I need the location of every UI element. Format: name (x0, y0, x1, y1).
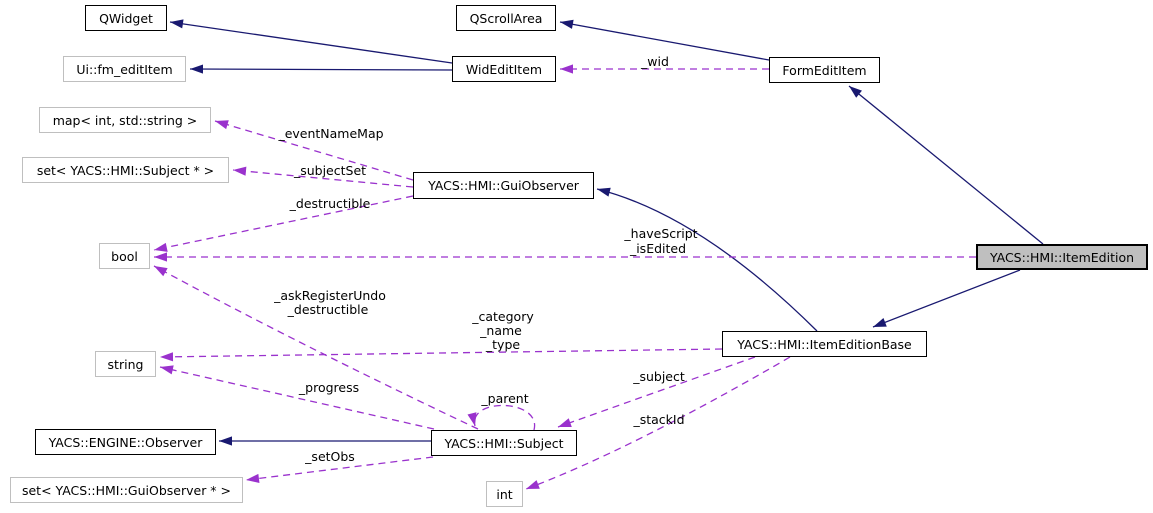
edge-member-setobs (245, 456, 434, 483)
node-qscrollarea[interactable]: QScrollArea (456, 5, 556, 31)
arrowhead (467, 412, 477, 426)
node-ui-fm-edititem: Ui::fm_editItem (63, 56, 186, 82)
edge-member-askregisterundo-destructible (153, 265, 479, 430)
node-formedititem[interactable]: FormEditItem (769, 57, 880, 83)
node-label: set< YACS::HMI::GuiObserver * > (21, 482, 232, 498)
arrowhead (233, 166, 247, 176)
arrowhead (219, 436, 232, 446)
edge-label-subjectSet: _subjectSet (293, 163, 367, 178)
arrowhead (558, 418, 572, 427)
node-itemeditionbase[interactable]: YACS::HMI::ItemEditionBase (722, 331, 927, 357)
node-label: YACS::HMI::ItemEdition (989, 249, 1135, 265)
edge-member-wid (560, 64, 769, 74)
node-label: WidEditItem (465, 61, 543, 77)
node-set-subject-ptr: set< YACS::HMI::Subject * > (22, 157, 229, 183)
node-label: int (496, 486, 513, 502)
arrowhead (190, 64, 204, 74)
edge-inherit-itemeditionbase-to-guiobserver (596, 187, 818, 332)
edge-label-name: _name (480, 323, 522, 338)
edge-label-subject: _subject (633, 369, 685, 384)
node-bool: bool (99, 243, 150, 269)
edge-member-stackid (525, 356, 791, 490)
arrowhead (560, 19, 574, 29)
arrowhead (154, 266, 168, 277)
edge-label-progress: _progress (298, 380, 360, 395)
arrowhead (873, 318, 887, 327)
node-label: YACS::HMI::Subject (444, 435, 564, 451)
node-label: YACS::HMI::ItemEditionBase (737, 336, 912, 352)
node-label: QWidget (99, 10, 153, 26)
arrowhead (170, 19, 184, 29)
node-map-int-stdstring: map< int, std::string > (39, 107, 211, 133)
edge-member-progress (159, 365, 435, 430)
edge-member-subjectset (232, 166, 414, 188)
edge-member-destructible-guiobserver (153, 195, 414, 252)
node-guiobserver[interactable]: YACS::HMI::GuiObserver (413, 172, 594, 199)
node-engine-observer[interactable]: YACS::ENGINE::Observer (35, 429, 216, 455)
node-subject[interactable]: YACS::HMI::Subject (431, 430, 577, 456)
node-label: YACS::HMI::GuiObserver (428, 178, 579, 193)
arrowhead (154, 252, 167, 262)
arrowhead (246, 473, 260, 483)
edge-inherit-widedititem-to-fm-edititem (189, 64, 453, 74)
node-string: string (95, 351, 156, 377)
edge-member-eventnamemap (214, 120, 414, 181)
arrowhead (215, 120, 229, 130)
node-label: bool (111, 248, 138, 264)
node-label: string (107, 356, 144, 372)
edge-label-type: _type (485, 337, 521, 352)
edge-label-stackId: _stackId (633, 412, 685, 427)
arrowhead (597, 187, 611, 197)
arrowhead (560, 64, 573, 74)
edge-inherit-formedititem-to-qscrollarea (559, 19, 770, 61)
edge-label-wid: _wid (641, 54, 669, 69)
edge-member-subject (557, 356, 756, 428)
edge-label-destructible-subject: _destructible (287, 302, 369, 317)
edge-inherit-widedititem-to-qwidget (169, 19, 453, 64)
edge-label-haveScript: _haveScript (624, 226, 698, 241)
edge-label-destructible-guiobserver: _destructible (289, 196, 371, 211)
edge-label-askRegisterUndo: _askRegisterUndo (274, 288, 386, 303)
arrowhead (160, 365, 174, 375)
edge-member-category-name-type (159, 348, 723, 362)
edge-label-category: _category (472, 309, 534, 324)
edge-label-setObs: _setObs (305, 449, 355, 464)
edge-inherit-itemedition-to-formedititem (848, 85, 1044, 245)
edge-label-isEdited: _isEdited (629, 241, 687, 256)
edge-member-havescript-isedited (154, 252, 976, 262)
node-label: FormEditItem (782, 62, 867, 78)
node-widedititem[interactable]: WidEditItem (452, 56, 556, 82)
node-label: set< YACS::HMI::Subject * > (36, 162, 215, 178)
node-label: YACS::ENGINE::Observer (48, 434, 203, 450)
node-set-guiobserver-ptr: set< YACS::HMI::GuiObserver * > (10, 477, 243, 503)
node-itemedition: YACS::HMI::ItemEdition (976, 244, 1148, 270)
node-int: int (486, 481, 523, 507)
arrowhead (154, 242, 168, 252)
edge-inherit-subject-to-observer (219, 436, 431, 446)
edge-inherit-itemedition-to-itemeditionbase (872, 269, 1021, 328)
arrowhead (849, 86, 862, 98)
arrowhead (160, 352, 174, 362)
edge-label-parent: _parent (481, 391, 529, 406)
node-label: QScrollArea (469, 10, 543, 26)
edge-member-parent-selfloop (467, 404, 536, 431)
node-label: map< int, std::string > (52, 112, 198, 128)
node-label: Ui::fm_editItem (76, 61, 173, 77)
arrowhead (526, 480, 540, 489)
node-qwidget[interactable]: QWidget (85, 5, 167, 31)
edge-label-eventNameMap: _eventNameMap (278, 126, 384, 141)
